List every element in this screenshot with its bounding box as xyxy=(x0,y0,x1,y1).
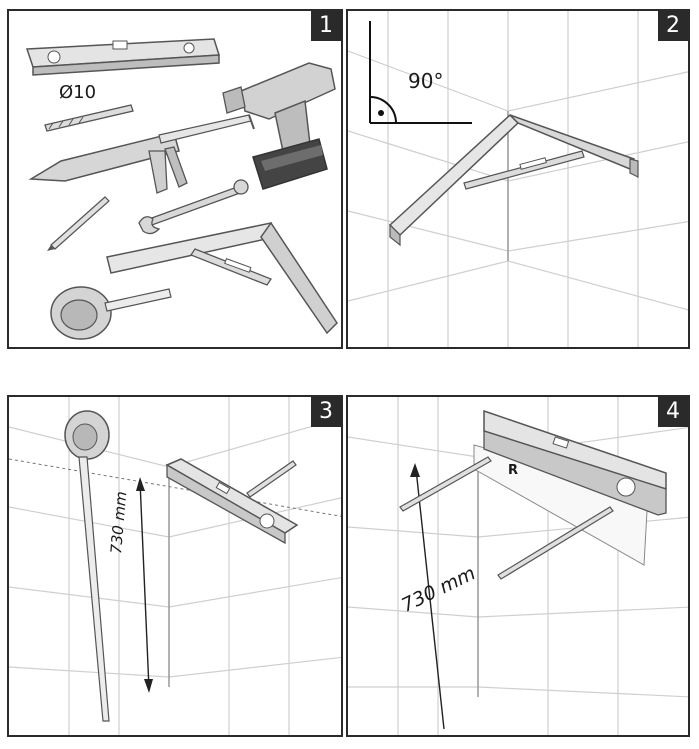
tile-wall xyxy=(9,397,341,735)
step-number-badge: 3 xyxy=(311,397,341,427)
tile-wall xyxy=(348,11,688,347)
step-4-panel: R 730 mm 4 xyxy=(346,395,690,737)
tape-measure-icon xyxy=(50,286,172,340)
step-1-panel: Ø10 1 xyxy=(7,9,343,349)
template-letter: R xyxy=(508,463,519,478)
step-number-badge: 2 xyxy=(658,11,688,41)
dimension-arrow xyxy=(410,463,445,730)
shelf-bracket-icon xyxy=(388,113,639,247)
tools-illustration xyxy=(25,38,338,340)
measure-height-illustration xyxy=(9,397,341,735)
shelf-bracket-icon xyxy=(106,221,338,335)
drill-bit-icon xyxy=(44,104,134,132)
angle-symbol xyxy=(369,21,472,124)
step-2-panel: 90° 2 xyxy=(346,9,690,349)
step-number-badge: 4 xyxy=(658,397,688,427)
dimension-arrow xyxy=(136,477,153,693)
wrench-icon xyxy=(138,179,249,235)
spirit-level-icon xyxy=(483,409,667,516)
pencil-icon xyxy=(47,196,110,251)
drill-bit-size-label: Ø10 xyxy=(59,82,97,103)
tape-measure-icon xyxy=(64,410,110,722)
mark-holes-illustration xyxy=(348,397,688,735)
spirit-level-icon xyxy=(25,38,221,76)
caulking-gun-icon xyxy=(28,114,255,194)
step-3-panel: 730 mm 3 xyxy=(7,395,343,737)
pencil-icon xyxy=(246,460,297,498)
spirit-level-icon xyxy=(165,458,299,545)
marking-line xyxy=(9,458,341,517)
angle-label: 90° xyxy=(408,69,444,93)
right-angle-illustration xyxy=(348,11,688,347)
step-number-badge: 1 xyxy=(311,11,341,41)
cordless-drill-icon xyxy=(222,62,336,190)
pencil-icon xyxy=(399,456,614,580)
